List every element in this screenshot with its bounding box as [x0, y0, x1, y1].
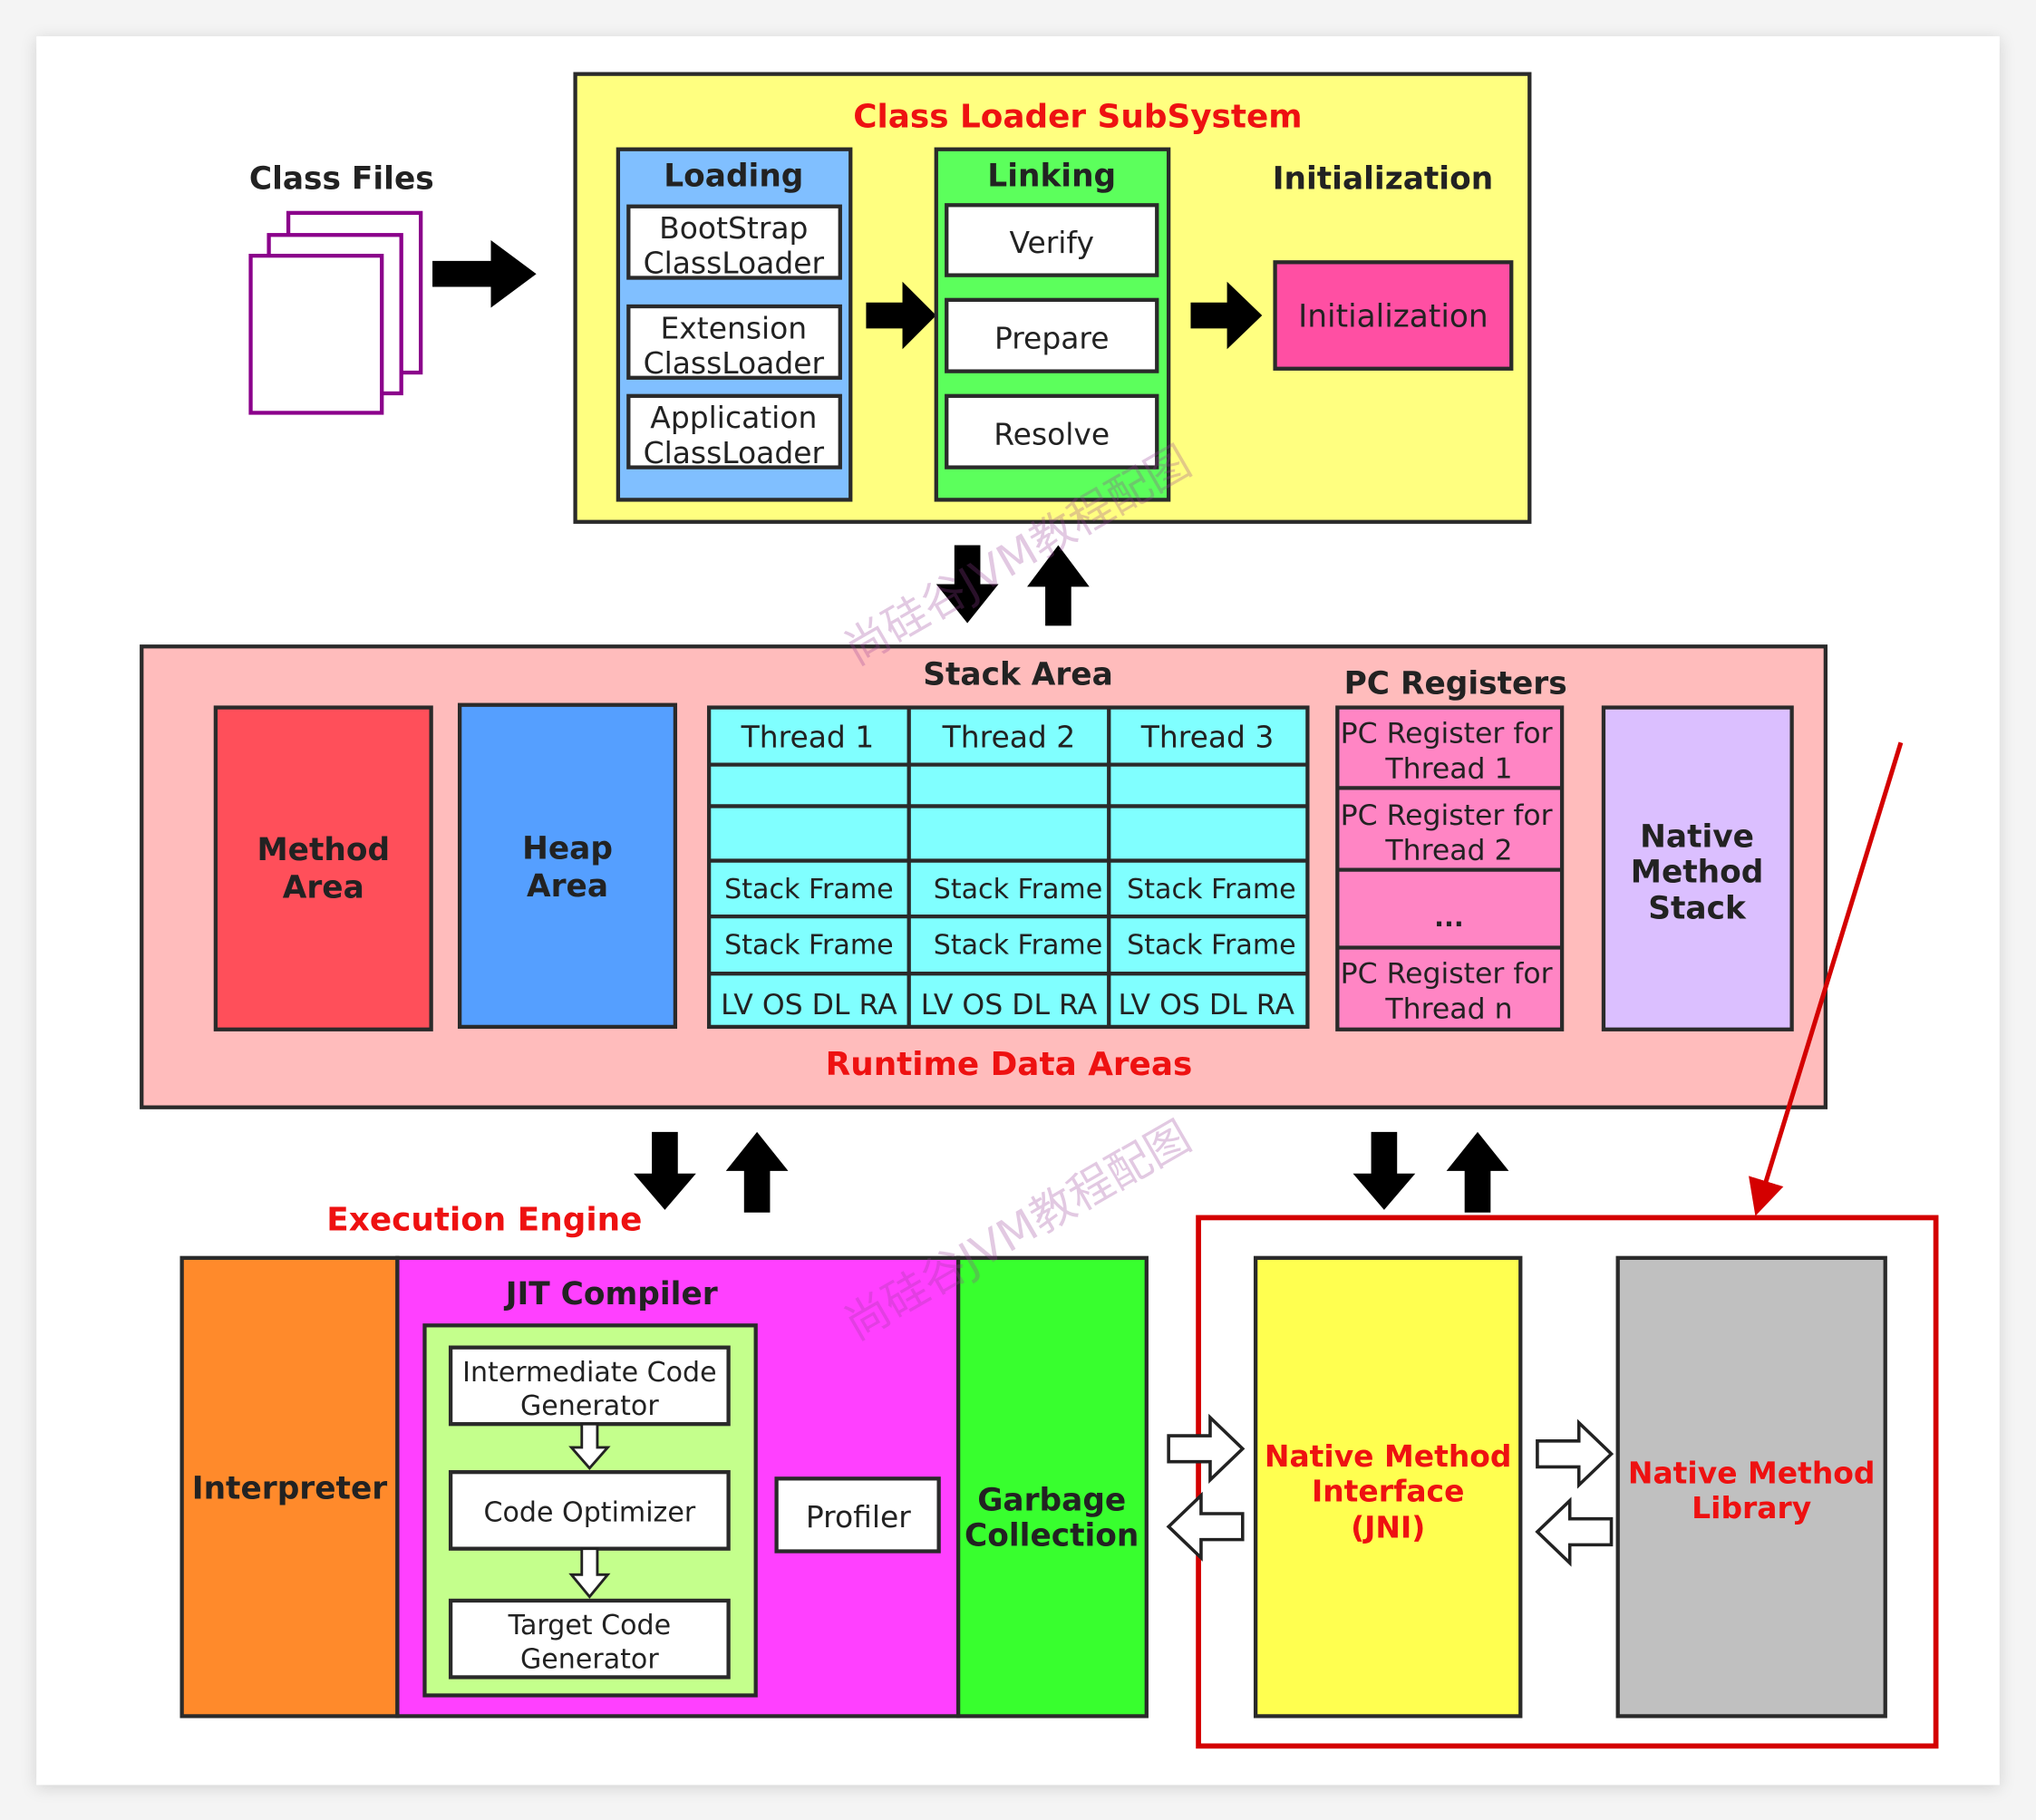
stack-frame: Stack Frame	[1127, 874, 1295, 905]
interpreter	[179, 1255, 400, 1718]
execution-engine-title: Execution Engine	[326, 1202, 642, 1239]
method-area-line1: Method	[257, 832, 390, 868]
resolve-label: Resolve	[994, 417, 1110, 452]
class-loader-title: Class Loader SubSystem	[853, 98, 1302, 135]
loading-label: Loading	[664, 159, 803, 195]
garbage-collection	[955, 1255, 1149, 1718]
highlight-frame	[1196, 1215, 1939, 1749]
gc-line1: Garbage	[977, 1483, 1126, 1519]
bootstrap-line1: BootStrap	[659, 210, 808, 246]
method-area	[213, 705, 433, 1031]
stack-frame: Stack Frame	[1127, 930, 1295, 962]
initialization-label: Initialization	[1273, 161, 1493, 198]
code-optimizer-label: Code Optimizer	[484, 1496, 696, 1528]
initialization-box-label: Initialization	[1298, 298, 1488, 334]
bootstrap-line2: ClassLoader	[644, 246, 825, 281]
pc-registers: PC Register for Thread 1 PC Register for…	[1335, 705, 1565, 1031]
library-line1: Native Method	[1628, 1456, 1876, 1491]
arrow-down-icon	[936, 545, 999, 624]
arrow-up-icon	[1446, 1131, 1509, 1213]
native-method-interface	[1253, 1255, 1523, 1718]
stack-area-grid: Thread 1 Thread 2 Thread 3 Stack Frame S…	[706, 705, 1310, 1030]
initialization-box	[1273, 260, 1514, 371]
pc-register-1-line2: Thread 1	[1384, 752, 1512, 785]
runtime-data-areas: Runtime Data Areas Method Area Heap Area…	[140, 644, 1828, 1109]
stack-frame: Stack Frame	[724, 930, 893, 962]
jni-line1: Native Method	[1265, 1438, 1512, 1474]
hollow-arrow-right-icon	[1167, 1413, 1246, 1484]
profiler-label: Profiler	[806, 1499, 911, 1534]
pc-register-2-line2: Thread 2	[1384, 835, 1512, 867]
arrow-right-icon	[866, 281, 936, 350]
heap-area-line1: Heap	[522, 831, 613, 867]
application-line2: ClassLoader	[644, 435, 825, 470]
intermediate-code-line2: Generator	[520, 1390, 659, 1422]
target-code-line1: Target Code	[508, 1610, 672, 1641]
red-pointer-arrow	[1749, 741, 1904, 1216]
jni-line3: (JNI)	[1351, 1510, 1425, 1545]
prepare-label: Prepare	[994, 321, 1110, 356]
class-files-icon	[248, 210, 423, 415]
gc-line2: Collection	[965, 1517, 1139, 1554]
native-stack-line2: Method	[1631, 854, 1764, 890]
stack-area-label: Stack Area	[923, 657, 1113, 693]
local-vars-row: LV OS DL RA	[921, 989, 1098, 1021]
jni-line2: Interface	[1312, 1474, 1464, 1509]
verify-label: Verify	[1010, 225, 1094, 260]
pc-register-1-line1: PC Register for	[1341, 718, 1553, 750]
pc-register-n-line1: PC Register for	[1341, 958, 1553, 991]
thread-1-label: Thread 1	[741, 719, 875, 754]
hollow-arrow-down-icon	[568, 1422, 611, 1471]
linking-section: Linking Verify Prepare Resolve	[934, 147, 1171, 502]
hollow-arrow-down-icon	[568, 1547, 611, 1599]
stack-frame: Stack Frame	[724, 874, 893, 905]
hollow-arrow-right-icon	[1536, 1418, 1614, 1489]
arrow-up-icon	[725, 1131, 789, 1213]
pc-registers-label: PC Registers	[1344, 666, 1567, 702]
class-loader-subsystem: Class Loader SubSystem Loading BootStrap…	[573, 72, 1532, 524]
stack-frame: Stack Frame	[934, 874, 1102, 905]
intermediate-code-line1: Intermediate Code	[462, 1357, 716, 1389]
extension-line2: ClassLoader	[644, 345, 825, 381]
library-line2: Library	[1692, 1490, 1811, 1525]
local-vars-row: LV OS DL RA	[721, 989, 897, 1021]
heap-area-line2: Area	[527, 868, 608, 905]
arrow-up-icon	[1027, 545, 1090, 626]
profiler	[774, 1476, 941, 1554]
class-files-label: Class Files	[249, 161, 434, 198]
stack-frame: Stack Frame	[934, 930, 1102, 962]
runtime-title: Runtime Data Areas	[826, 1046, 1193, 1083]
thread-2-label: Thread 2	[942, 719, 1076, 754]
loading-section: Loading BootStrap ClassLoader Extension …	[616, 147, 853, 502]
hollow-arrow-left-icon	[1535, 1496, 1614, 1567]
native-method-stack	[1601, 705, 1794, 1031]
arrow-down-icon	[634, 1131, 696, 1210]
local-vars-row: LV OS DL RA	[1118, 989, 1294, 1021]
extension-line1: Extension	[660, 310, 807, 345]
interpreter-label: Interpreter	[192, 1471, 387, 1507]
native-stack-line3: Stack	[1648, 891, 1747, 927]
target-code-line2: Generator	[520, 1643, 659, 1675]
arrow-right-icon	[1190, 281, 1263, 350]
execution-engine: Interpreter JIT Compiler Intermediate Co…	[179, 1255, 1149, 1718]
linking-label: Linking	[987, 159, 1116, 195]
hollow-arrow-left-icon	[1166, 1491, 1245, 1562]
jit-compiler-label: JIT Compiler	[504, 1276, 718, 1312]
pc-register-2-line1: PC Register for	[1341, 799, 1553, 832]
arrow-right-icon	[432, 239, 537, 308]
pc-register-ellipsis: ...	[1434, 902, 1464, 933]
thread-3-label: Thread 3	[1140, 719, 1275, 754]
method-area-line2: Area	[283, 870, 364, 906]
native-method-library	[1615, 1255, 1887, 1718]
arrow-down-icon	[1352, 1131, 1416, 1210]
application-line1: Application	[650, 400, 817, 435]
native-stack-line1: Native	[1640, 819, 1754, 856]
pc-register-n-line2: Thread n	[1384, 992, 1512, 1025]
heap-area	[457, 702, 678, 1030]
